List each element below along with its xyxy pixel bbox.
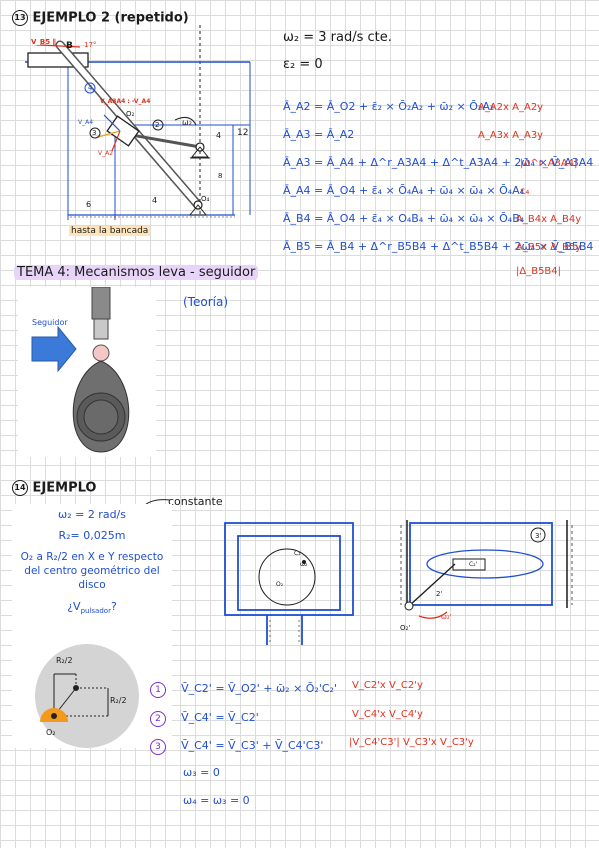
label-angle: 17° [84, 41, 97, 49]
unknown-5: A_B4x A_B4y [516, 214, 582, 225]
step-2-equation: V̄_C4' = V̄_C2' [181, 711, 259, 724]
step-2-note: V_C4'x V_C4'y [352, 709, 423, 720]
equation-1: Ā_A2 = Ā_O2 + ε̄₂ × Ō₂A₂ + ω̄₂ × Ō₂A₂ [283, 100, 495, 113]
label-o4: O₄ [201, 195, 210, 203]
unknown-4: ε₄ [520, 186, 530, 197]
label-dim-8: 8 [218, 172, 223, 180]
unknown-2: A_A3x A_A3y [478, 130, 544, 141]
schematic-o2-label: O₂ [276, 581, 284, 588]
example-1-title: EJEMPLO 2 (repetido) [32, 10, 189, 26]
unknown-1: A_A2x A_A2y [478, 102, 544, 113]
schematic-n3-label: 3' [535, 532, 542, 540]
w3-zero: ω₃ = 0 [183, 766, 220, 779]
label-link-4: 4 [88, 84, 93, 92]
cam-label-r2-half-side: R₂/2 [110, 696, 127, 705]
unknown-7: |Δ_B5B4| [516, 266, 562, 277]
given-w2-ex2: ω₂ = 2 rad/s [57, 508, 126, 521]
constante-note: constante [168, 495, 223, 508]
step-3-equation: V̄_C4' = V̄_C3' + V̄_C4'C3' [181, 739, 324, 752]
example-1-header: 13 EJEMPLO 2 (repetido) [12, 10, 189, 26]
given-r2: R₂= 0,025m [58, 529, 126, 542]
equation-5: Ā_B4 = Ā_O4 + ε̄₄ × O₄B₄ + ω̄₄ × ω̄₄ × Ō… [283, 212, 525, 225]
step-3-note: |V_C4'C3'| V_C3'x V_C3'y [349, 737, 474, 748]
equation-2: Ā_A3 = Ā_A2 [283, 128, 355, 141]
label-hasta-la-bancada: hasta la bancada [69, 226, 151, 236]
o2-position-note: O₂ a R₂/2 en X e Y respecto del centro g… [20, 551, 164, 591]
label-va3a4: V_A3A4 : -V_A4 [100, 98, 151, 105]
label-dim-4b: 4 [152, 196, 158, 205]
label-dim-4: 4 [216, 131, 222, 140]
cam-follower-illustration [31, 286, 130, 453]
tema-4-title: TEMA 4: Mecanismos leva - seguidor [14, 265, 259, 280]
equation-4: Ā_A4 = Ā_O4 + ε̄₄ × Ō₄A₄ + ω̄₄ × ω̄₄ × Ō… [283, 184, 525, 197]
label-n3: 3 [92, 129, 97, 137]
label-dim-6: 6 [86, 200, 92, 209]
label-dim-12: 12 [237, 128, 249, 138]
given-w2: ω₂ = 3 rad/s cte. [283, 30, 392, 45]
step-1: 1 V̄_C2' = V̄_O2' + ω̄₂ × Ō₂'C₂' [150, 677, 337, 698]
step-1-note: V_C2'x V_C2'y [352, 680, 423, 691]
question: ¿Vpulsador? [67, 600, 117, 616]
schematic-n2-label: 2' [436, 590, 443, 598]
equation-6: Ā_B5 = Ā_B4 + Δ^r_B5B4 + Δ^t_B5B4 + 2ω̄₄… [283, 240, 594, 253]
unknown-6: A_B5x Δ_B5y [516, 242, 582, 253]
schematic-w2-label: ω₂ [300, 561, 308, 568]
label-va2: V_A2 [98, 150, 114, 157]
schematic-w2p-label: ω₂' [441, 613, 452, 621]
step-2: 2 V̄_C4' = V̄_C2' [150, 706, 259, 727]
cam-label-r2-half-top: R₂/2 [56, 656, 73, 665]
cam-disc-diagram [35, 644, 139, 748]
step-1-equation: V̄_C2' = V̄_O2' + ω̄₂ × Ō₂'C₂' [181, 682, 337, 695]
schematic-kinematic [400, 520, 573, 619]
label-w2: ω₂ [182, 118, 192, 127]
cam-label-o2: O₂ [46, 728, 56, 737]
problem-statement-card: ω₂ = 2 rad/s R₂= 0,025m O₂ a R₂/2 en X e… [12, 504, 172, 748]
step-2-number: 2 [150, 711, 166, 727]
label-vb5: V_B5 ∥ [31, 38, 57, 46]
step-1-number: 1 [150, 682, 166, 698]
mechanism-diagram [25, 25, 251, 220]
w4-zero: ω₄ = ω₃ = 0 [183, 794, 250, 807]
label-o2-upper: O₂ [126, 110, 135, 118]
example-1-number: 13 [12, 10, 28, 26]
example-2-title: EJEMPLO [32, 480, 97, 496]
unknown-3: |Δ^r_A3A4| [520, 158, 578, 169]
equation-3: Ā_A3 = Ā_A4 + Δ^r_A3A4 + Δ^t_A3A4 + 2ω̄₄… [283, 156, 594, 169]
example-2-number: 14 [12, 480, 28, 496]
example-2-header: 14 EJEMPLO [12, 480, 96, 496]
schematic-o2p-label: O₂' [400, 624, 411, 632]
step-3-number: 3 [150, 739, 166, 755]
schematic-c2p-label: C₂' [469, 561, 478, 568]
label-b: B [66, 41, 73, 51]
step-3: 3 V̄_C4' = V̄_C3' + V̄_C4'C3' [150, 734, 323, 755]
schematic-cam-follower [224, 522, 354, 645]
teoria-label: (Teoría) [183, 295, 228, 309]
schematic-c2-label: C₂ [294, 550, 301, 557]
given-e2: ε₂ = 0 [283, 57, 323, 72]
cam-follower-figure: Seguidor [18, 286, 156, 457]
seguidor-label: Seguidor [32, 318, 68, 327]
label-va4: V_A4 [78, 119, 94, 126]
label-n2: 2 [155, 121, 160, 129]
